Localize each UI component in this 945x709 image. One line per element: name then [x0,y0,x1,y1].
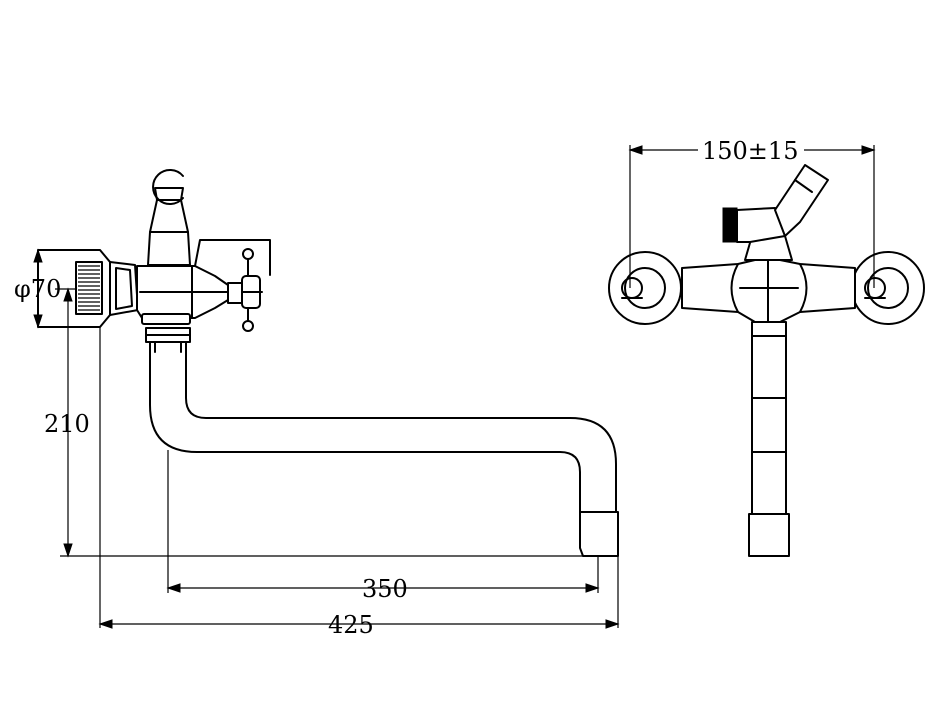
center-distance-label: 150±15 [702,137,798,165]
dimension-lines [33,248,620,629]
diameter-label: φ70 [14,275,61,303]
front-body [681,259,856,323]
center-distance-dimension [628,136,876,288]
front-diverter [722,164,829,261]
spout-nut [145,327,191,353]
front-spout [748,321,790,557]
front-view: 150±15 [608,136,925,557]
overall-length-label: 425 [328,611,374,639]
cross-knob [227,248,263,332]
wall-flange [37,249,139,328]
spout [149,341,619,557]
spout-reach-label: 350 [362,575,408,603]
valve-body [136,239,271,325]
height-label: 210 [44,410,90,438]
side-view: φ70 210 350 425 [14,169,620,639]
left-flange [608,251,682,325]
diverter-handle [147,169,191,266]
right-flange [851,251,925,325]
